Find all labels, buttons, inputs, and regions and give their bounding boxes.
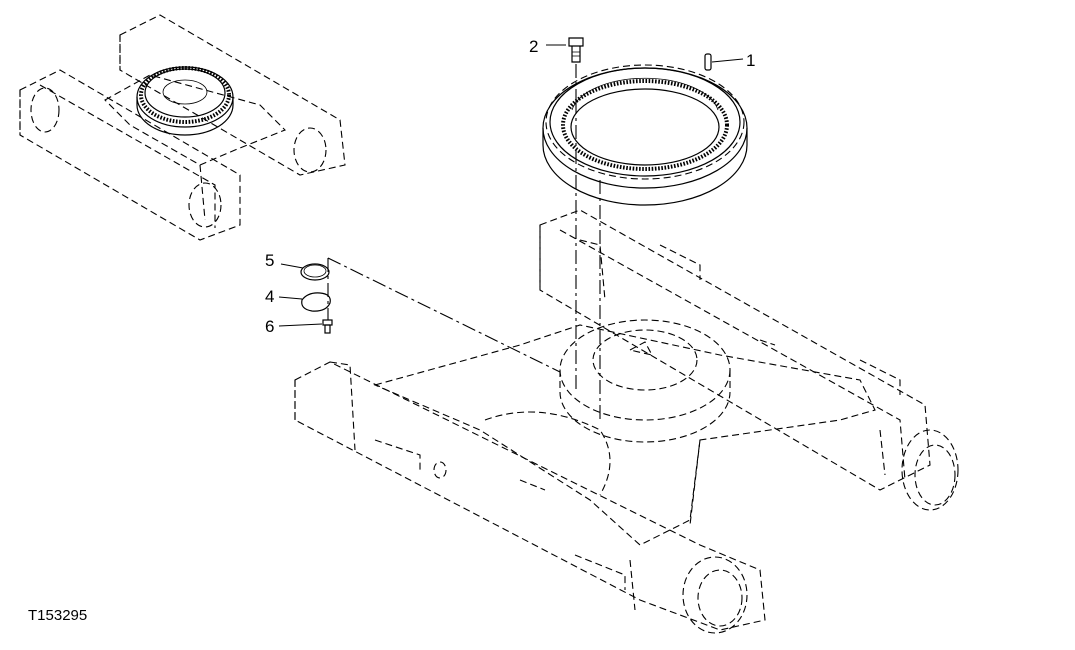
swing-bearing xyxy=(542,64,748,206)
callout-5: 5 xyxy=(265,251,274,270)
callout-1: 1 xyxy=(746,51,755,70)
callout-6: 6 xyxy=(265,317,274,336)
gasket xyxy=(300,263,330,281)
assembly-line-cover-diag xyxy=(327,257,561,373)
cap-screw-cover xyxy=(322,319,333,334)
figure-id: T153295 xyxy=(28,607,87,624)
undercarriage-frame xyxy=(294,209,959,634)
dowel-pin xyxy=(704,53,712,71)
cover-plate xyxy=(301,292,331,312)
callout-2: 2 xyxy=(529,37,538,56)
cap-screw-bearing xyxy=(568,37,584,100)
inset-swing-bearing xyxy=(136,66,234,136)
leader-lines xyxy=(278,44,744,327)
callout-4: 4 xyxy=(265,287,274,306)
inset-undercarriage xyxy=(19,14,346,241)
